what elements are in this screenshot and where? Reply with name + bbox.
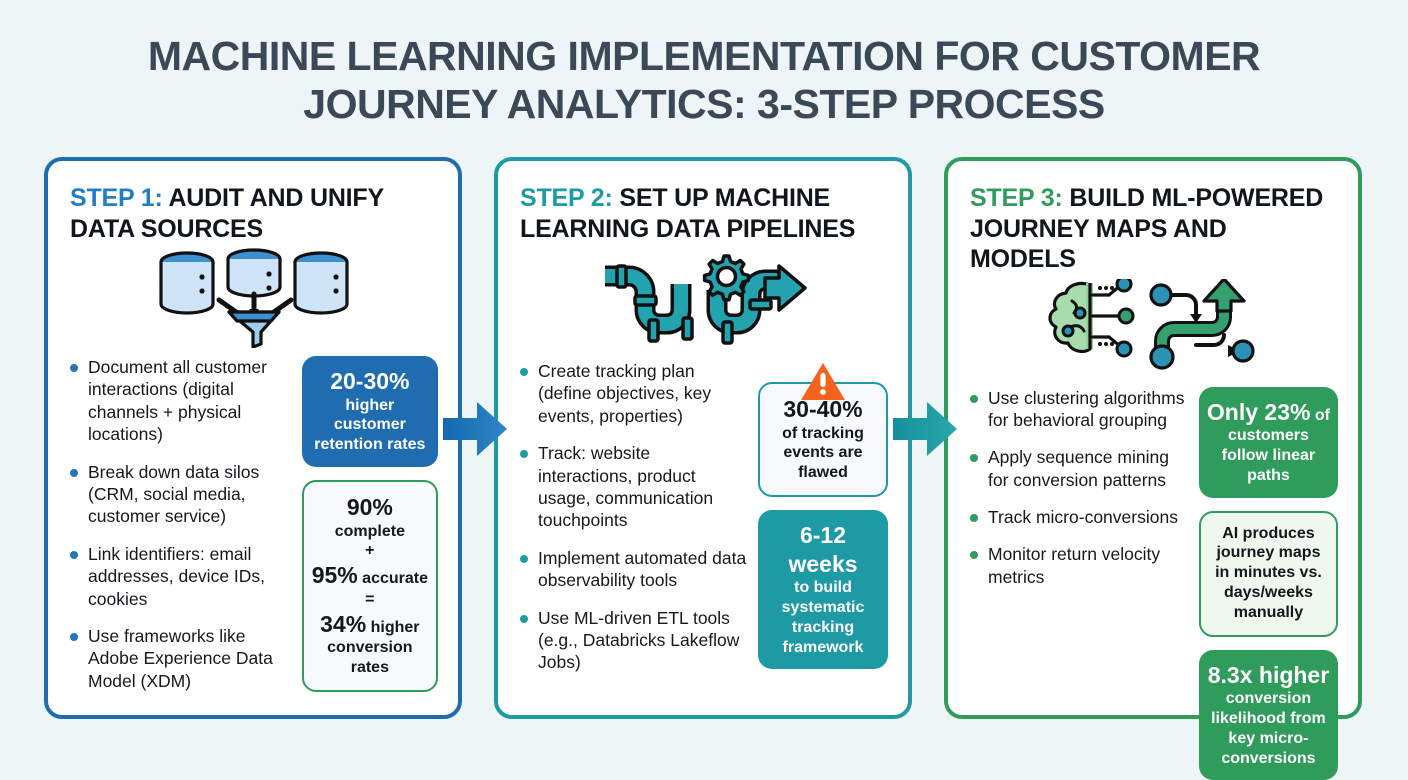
stat-badge-timeline: 6-12 weeks to build systematic tracking … <box>758 510 888 669</box>
bullet-dot-icon <box>970 551 978 559</box>
step-1-label: STEP 1: <box>70 184 163 212</box>
stat-caption: of tracking events are flawed <box>782 425 864 482</box>
step-card-1: STEP 1: AUDIT AND UNIFY DATA SOURCES <box>44 157 462 719</box>
bullet-text: Use ML-driven ETL tools (e.g., Databrick… <box>538 607 748 674</box>
stat-value-complete: 90% <box>312 493 428 522</box>
list-item: Use clustering algorithms for behavioral… <box>970 387 1189 432</box>
stat-value-suffix: of <box>1310 407 1330 424</box>
step-2-body: Create tracking plan (define objectives,… <box>520 356 888 699</box>
bullet-text: Track: website interactions, product usa… <box>538 442 748 532</box>
bullet-text: Monitor return velocity metrics <box>988 543 1189 588</box>
stat-caption: to build systematic tracking framework <box>782 579 865 655</box>
list-item: Link identifiers: email addresses, devic… <box>70 543 292 610</box>
list-item: Use frameworks like Adobe Experience Dat… <box>70 625 292 692</box>
step-card-3: STEP 3: BUILD ML-POWERED JOURNEY MAPS AN… <box>944 157 1362 719</box>
brain-journey-icon <box>970 279 1338 379</box>
list-item: Implement automated data observability t… <box>520 547 748 592</box>
stat-caption: higher customer retention rates <box>314 397 425 454</box>
stat-badge-accuracy: 90% complete + 95% accurate = 34% higher… <box>302 480 438 692</box>
bullet-text: Apply sequence mining for conversion pat… <box>988 446 1189 491</box>
step-1-heading: STEP 1: AUDIT AND UNIFY DATA SOURCES <box>70 183 438 244</box>
step-1-body: Document all customer interactions (digi… <box>70 352 438 707</box>
bullet-text: Use clustering algorithms for behavioral… <box>988 387 1189 432</box>
step-3-body: Use clustering algorithms for behavioral… <box>970 383 1338 780</box>
step-3-bullets: Use clustering algorithms for behavioral… <box>970 383 1189 780</box>
bullet-text: Link identifiers: email addresses, devic… <box>88 543 292 610</box>
step-1-bullets: Document all customer interactions (digi… <box>70 352 292 707</box>
page-title-line-1: MACHINE LEARNING IMPLEMENTATION FOR CUST… <box>0 32 1408 80</box>
stat-value-accurate: 95% <box>312 562 358 588</box>
bullet-text: Use frameworks like Adobe Experience Dat… <box>88 625 292 692</box>
step-card-2: STEP 2: SET UP MACHINE LEARNING DATA PIP… <box>494 157 912 719</box>
list-item: Use ML-driven ETL tools (e.g., Databrick… <box>520 607 748 674</box>
bullet-text: Create tracking plan (define objectives,… <box>538 360 748 427</box>
list-item: Apply sequence mining for conversion pat… <box>970 446 1189 491</box>
list-item: Track micro-conversions <box>970 506 1189 528</box>
page-title-line-2: JOURNEY ANALYTICS: 3-STEP PROCESS <box>0 80 1408 128</box>
bullet-dot-icon <box>970 395 978 403</box>
stat-badge-ai-speed: AI produces journey maps in minutes vs. … <box>1199 511 1338 637</box>
bullet-dot-icon <box>70 469 78 477</box>
step-2-stats: 30-40% of tracking events are flawed 6-1… <box>758 356 888 699</box>
stat-value-conversion: 34% <box>320 611 366 637</box>
list-item: Document all customer interactions (digi… <box>70 356 292 446</box>
step-3-heading: STEP 3: BUILD ML-POWERED JOURNEY MAPS AN… <box>970 183 1338 275</box>
page-title: MACHINE LEARNING IMPLEMENTATION FOR CUST… <box>0 0 1408 129</box>
step-3-stats: Only 23% of customers follow linear path… <box>1199 383 1338 780</box>
bullet-dot-icon <box>70 364 78 372</box>
warning-triangle-icon <box>800 362 846 402</box>
list-item: Monitor return velocity metrics <box>970 543 1189 588</box>
bullet-dot-icon <box>970 514 978 522</box>
bullet-text: Track micro-conversions <box>988 506 1178 528</box>
stat-caption: AI produces journey maps in minutes vs. … <box>1215 525 1322 621</box>
step-2-bullets: Create tracking plan (define objectives,… <box>520 356 748 699</box>
stat-caption-accurate: accurate <box>358 570 428 587</box>
stat-value: 8.3x higher <box>1207 661 1330 690</box>
bullet-text: Implement automated data observability t… <box>538 547 748 592</box>
step-2-label: STEP 2: <box>520 184 613 212</box>
stat-caption-conversion-rates: conversion rates <box>327 639 412 676</box>
list-item: Break down data silos (CRM, social media… <box>70 461 292 528</box>
bullet-dot-icon <box>70 633 78 641</box>
stat-caption: customers follow linear paths <box>1222 427 1315 484</box>
stat-badge-flawed-events: 30-40% of tracking events are flawed <box>758 382 888 497</box>
bullet-dot-icon <box>970 454 978 462</box>
step-1-stats: 20-30% higher customer retention rates 9… <box>302 352 438 707</box>
stat-value: 20-30% <box>310 367 430 396</box>
stat-badge-linear-paths: Only 23% of customers follow linear path… <box>1199 387 1338 498</box>
stat-caption-complete: complete <box>335 523 405 540</box>
stat-caption-higher: higher <box>366 619 419 636</box>
arrow-step2-to-step3 <box>893 398 957 460</box>
stat-badge-retention: 20-30% higher customer retention rates <box>302 356 438 467</box>
stat-equals-sign: = <box>365 591 374 608</box>
steps-container: STEP 1: AUDIT AND UNIFY DATA SOURCES <box>44 157 1364 719</box>
bullet-dot-icon <box>70 551 78 559</box>
bullet-dot-icon <box>520 450 528 458</box>
bullet-dot-icon <box>520 555 528 563</box>
stat-plus-sign: + <box>365 542 374 559</box>
list-item: Create tracking plan (define objectives,… <box>520 360 748 427</box>
bullet-dot-icon <box>520 368 528 376</box>
bullet-dot-icon <box>520 615 528 623</box>
arrow-step1-to-step2 <box>443 398 507 460</box>
bullet-text: Document all customer interactions (digi… <box>88 356 292 446</box>
stat-value: 6-12 weeks <box>766 521 880 578</box>
pipeline-gear-icon <box>520 248 888 352</box>
bullet-text: Break down data silos (CRM, social media… <box>88 461 292 528</box>
step-3-label: STEP 3: <box>970 184 1063 212</box>
step-2-heading: STEP 2: SET UP MACHINE LEARNING DATA PIP… <box>520 183 888 244</box>
list-item: Track: website interactions, product usa… <box>520 442 748 532</box>
databases-funnel-icon <box>70 248 438 348</box>
stat-caption: conversion likelihood from key micro-con… <box>1211 690 1326 766</box>
stat-value: Only 23% <box>1207 399 1311 425</box>
stat-badge-micro-conversions: 8.3x higher conversion likelihood from k… <box>1199 650 1338 780</box>
